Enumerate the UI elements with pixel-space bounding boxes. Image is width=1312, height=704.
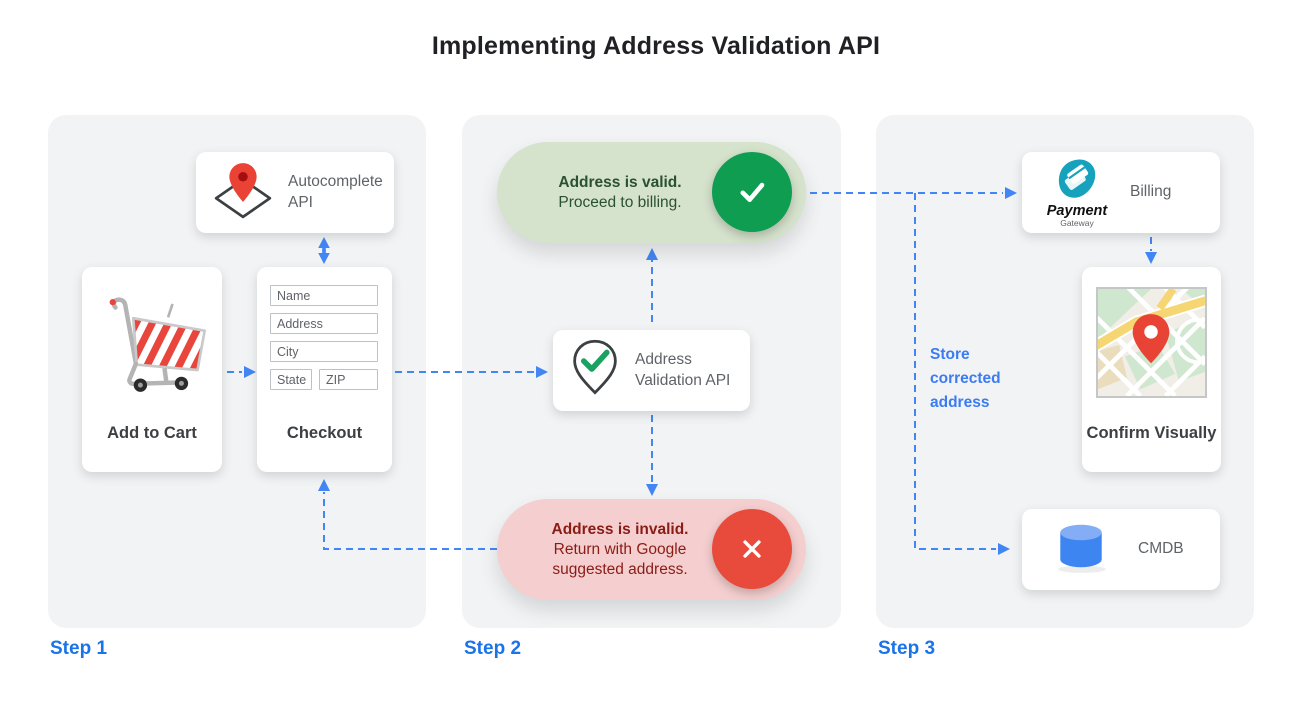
- state-field[interactable]: State: [270, 369, 312, 390]
- billing-label: Billing: [1130, 183, 1172, 201]
- valid-outcome-pill: Address is valid. Proceed to billing.: [497, 142, 806, 243]
- payment-gateway-logo: Payment Gateway: [1038, 158, 1116, 228]
- payment-logo-title: Payment: [1046, 202, 1108, 219]
- address-validation-api-label: Address Validation API: [635, 351, 731, 389]
- shopping-cart-icon: [94, 289, 210, 398]
- x-circle-icon: [712, 509, 792, 589]
- checkout-form: Name Address City State ZIP: [270, 285, 378, 390]
- add-to-cart-label: Add to Cart: [107, 423, 197, 442]
- address-field[interactable]: Address: [270, 313, 378, 334]
- page-title: Implementing Address Validation API: [431, 32, 881, 60]
- zip-field[interactable]: ZIP: [319, 369, 378, 390]
- invalid-outcome-pill: Address is invalid. Return with Google s…: [497, 499, 806, 600]
- checkout-card: Name Address City State ZIP Checkout: [257, 267, 392, 472]
- step2-label: Step 2: [464, 638, 522, 659]
- cmdb-label: CMDB: [1138, 540, 1184, 558]
- address-validation-api-card: Address Validation API: [553, 330, 750, 411]
- valid-outcome-title: Address is valid.: [558, 173, 682, 191]
- database-icon: [1052, 520, 1110, 579]
- name-field[interactable]: Name: [270, 285, 378, 306]
- confirm-visually-label: Confirm Visually: [1086, 423, 1217, 442]
- city-field[interactable]: City: [270, 341, 378, 362]
- valid-outcome-subtitle: Proceed to billing.: [558, 193, 682, 211]
- valid-outcome-text: Address is valid. Proceed to billing.: [525, 172, 715, 212]
- check-circle-icon: [712, 152, 792, 232]
- invalid-outcome-text: Address is invalid. Return with Google s…: [525, 519, 715, 579]
- cmdb-card: CMDB: [1022, 509, 1220, 590]
- map-thumbnail: [1096, 287, 1207, 398]
- autocomplete-api-card: Autocomplete API: [196, 152, 394, 233]
- add-to-cart-card: Add to Cart: [82, 267, 222, 472]
- step1-label: Step 1: [50, 638, 108, 659]
- payment-logo-subtitle: Gateway: [1060, 217, 1094, 228]
- step3-label: Step 3: [878, 638, 936, 659]
- billing-card: Payment Gateway Billing: [1022, 152, 1220, 233]
- confirm-visually-card: Confirm Visually: [1082, 267, 1221, 472]
- map-pin-diamond-icon: [212, 161, 274, 224]
- pin-check-icon: [569, 338, 621, 403]
- invalid-outcome-subtitle: Return with Google suggested address.: [552, 540, 688, 578]
- autocomplete-api-label: Autocomplete API: [288, 173, 383, 211]
- checkout-label: Checkout: [286, 423, 363, 442]
- store-corrected-address-note: Store corrected address: [930, 346, 1001, 412]
- invalid-outcome-title: Address is invalid.: [551, 520, 689, 538]
